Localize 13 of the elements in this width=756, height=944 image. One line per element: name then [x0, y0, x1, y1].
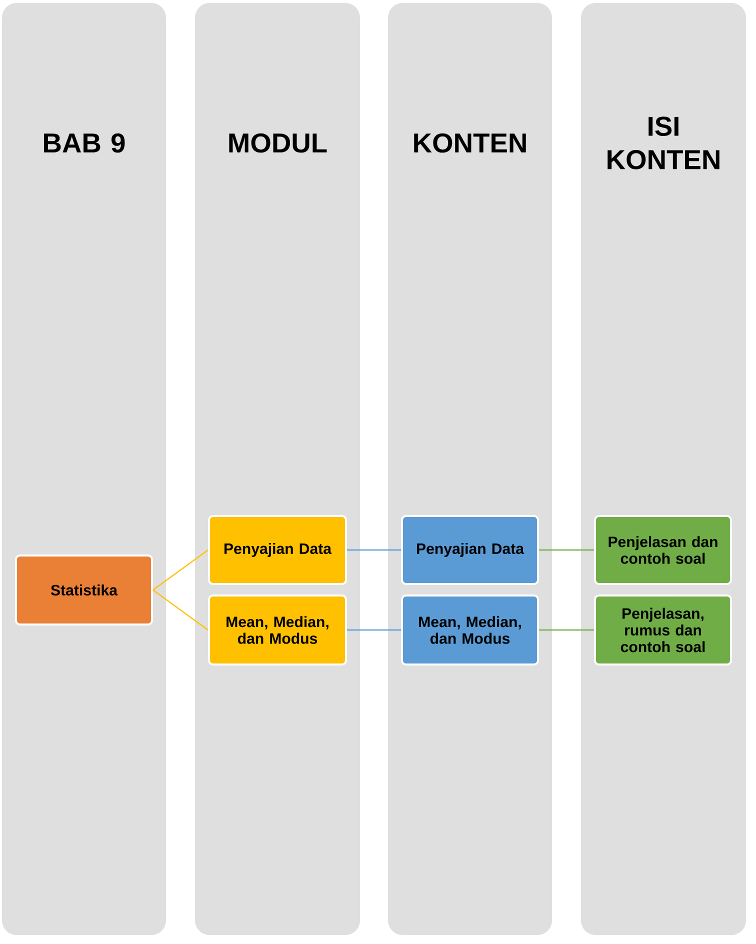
process-box: Penjelasan, rumus dan contoh soal — [594, 594, 732, 666]
process-box: Penyajian Data — [401, 515, 539, 585]
connector-line — [347, 629, 401, 631]
process-box: Statistika — [15, 554, 153, 626]
connector-line — [152, 550, 208, 590]
process-box: Mean, Median, dan Modus — [208, 594, 347, 666]
process-box: Mean, Median, dan Modus — [401, 594, 539, 666]
connector-line — [347, 549, 401, 551]
connector-line — [539, 549, 594, 551]
connector-line — [539, 629, 594, 631]
connector-line — [152, 590, 208, 630]
process-box: Penyajian Data — [208, 515, 347, 585]
process-box: Penjelasan dan contoh soal — [594, 515, 732, 585]
